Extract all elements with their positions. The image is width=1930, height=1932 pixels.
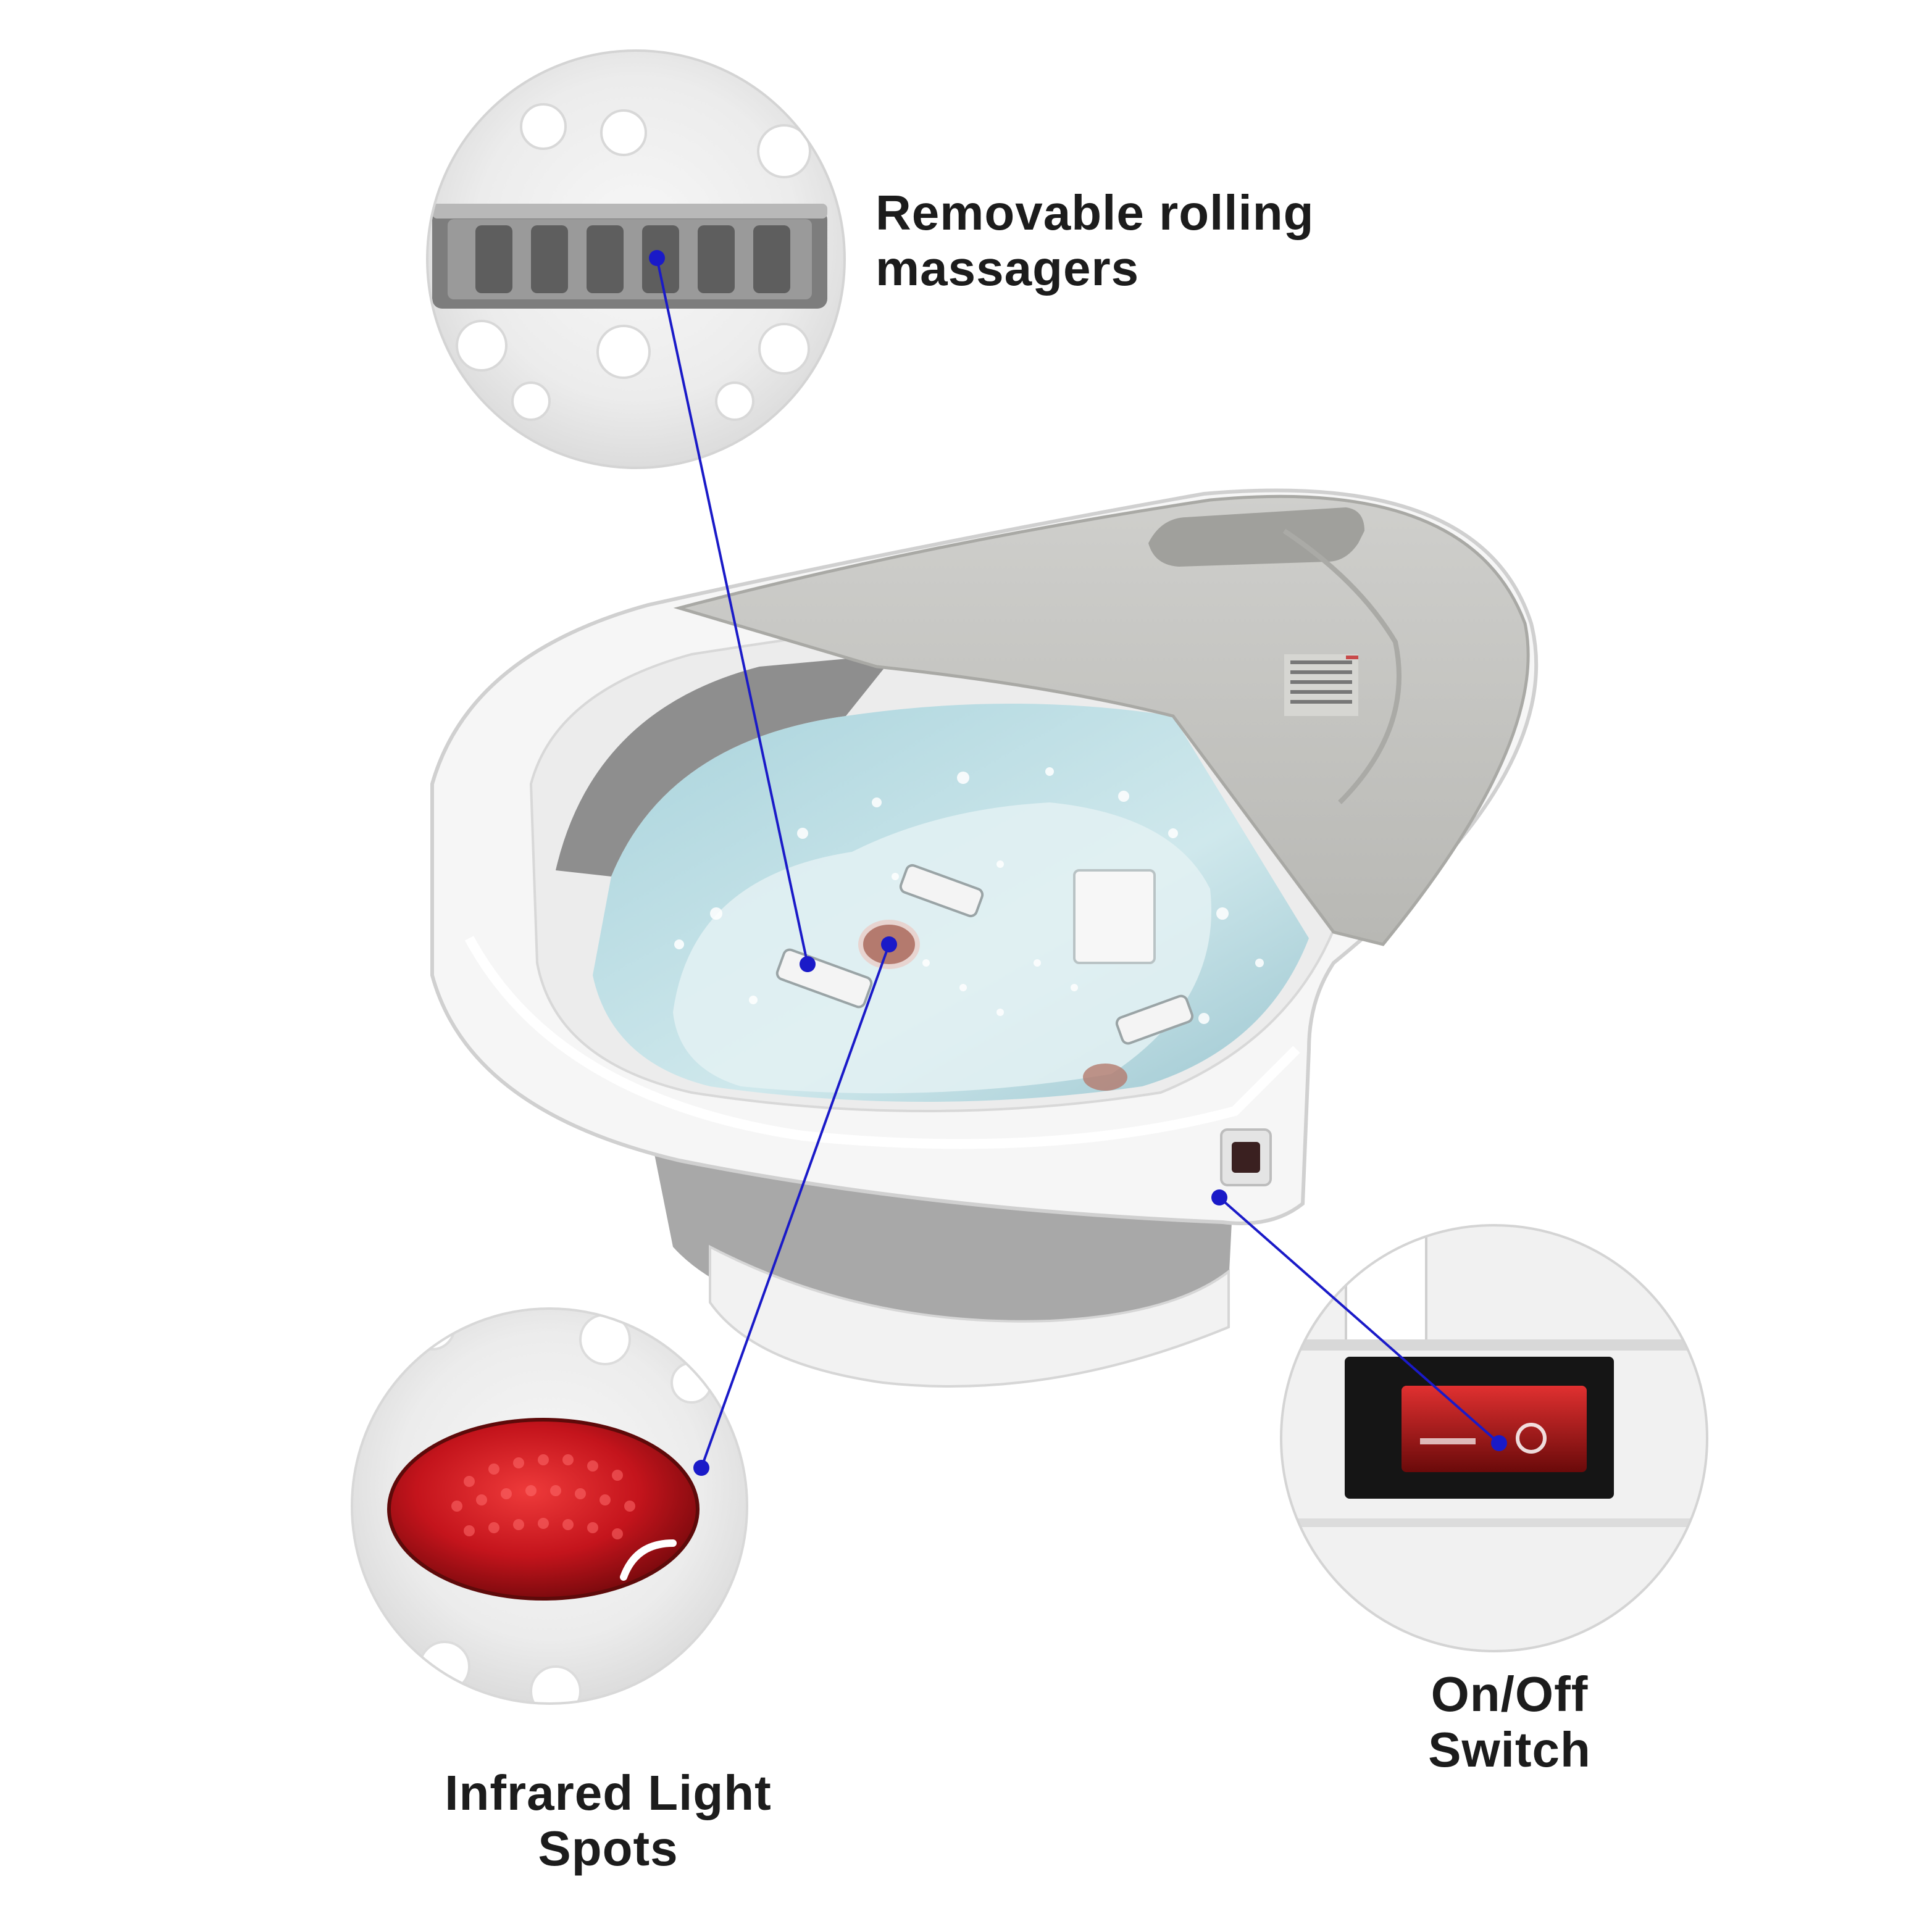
foot-spa-tub [430,488,1539,1388]
label-infrared-line2: Spots [538,1821,679,1876]
label-infrared-line1: Infrared Light [445,1765,772,1820]
tub-base [709,1244,1230,1388]
leader-dot-switch-zoom [1491,1435,1507,1451]
roller-bar [432,204,827,309]
label-switch-line2: Switch [1428,1722,1591,1777]
label-removable-rolling-massagers: Removable rolling massagers [875,185,1314,296]
leader-lines [649,250,1507,1476]
leader-dot-switch-tub [1211,1189,1227,1205]
tub-lid [673,494,1530,946]
leader-line-infrared [700,944,890,1468]
infrared-lens [387,1418,700,1601]
label-massagers-line1: Removable rolling [875,185,1314,240]
leader-dot-massagers-zoom [649,250,665,266]
label-infrared-light-spots: Infrared Light Spots [383,1765,833,1876]
on-off-switch [1345,1357,1614,1499]
leader-dot-infrared-tub [881,936,897,952]
label-massagers-line2: massagers [875,241,1140,296]
zoom-infrared [351,1307,748,1705]
warning-label-sticker [1284,654,1358,716]
label-on-off-switch: On/Off Switch [1346,1667,1673,1778]
leader-dot-infrared-zoom [693,1460,709,1476]
zoom-rollers [426,49,846,469]
leader-dot-massagers-tub [800,956,816,972]
heater-grille [1073,869,1156,964]
leader-line-switch [1218,1196,1500,1444]
leader-line-massagers [656,257,809,965]
label-switch-line1: On/Off [1431,1667,1589,1722]
